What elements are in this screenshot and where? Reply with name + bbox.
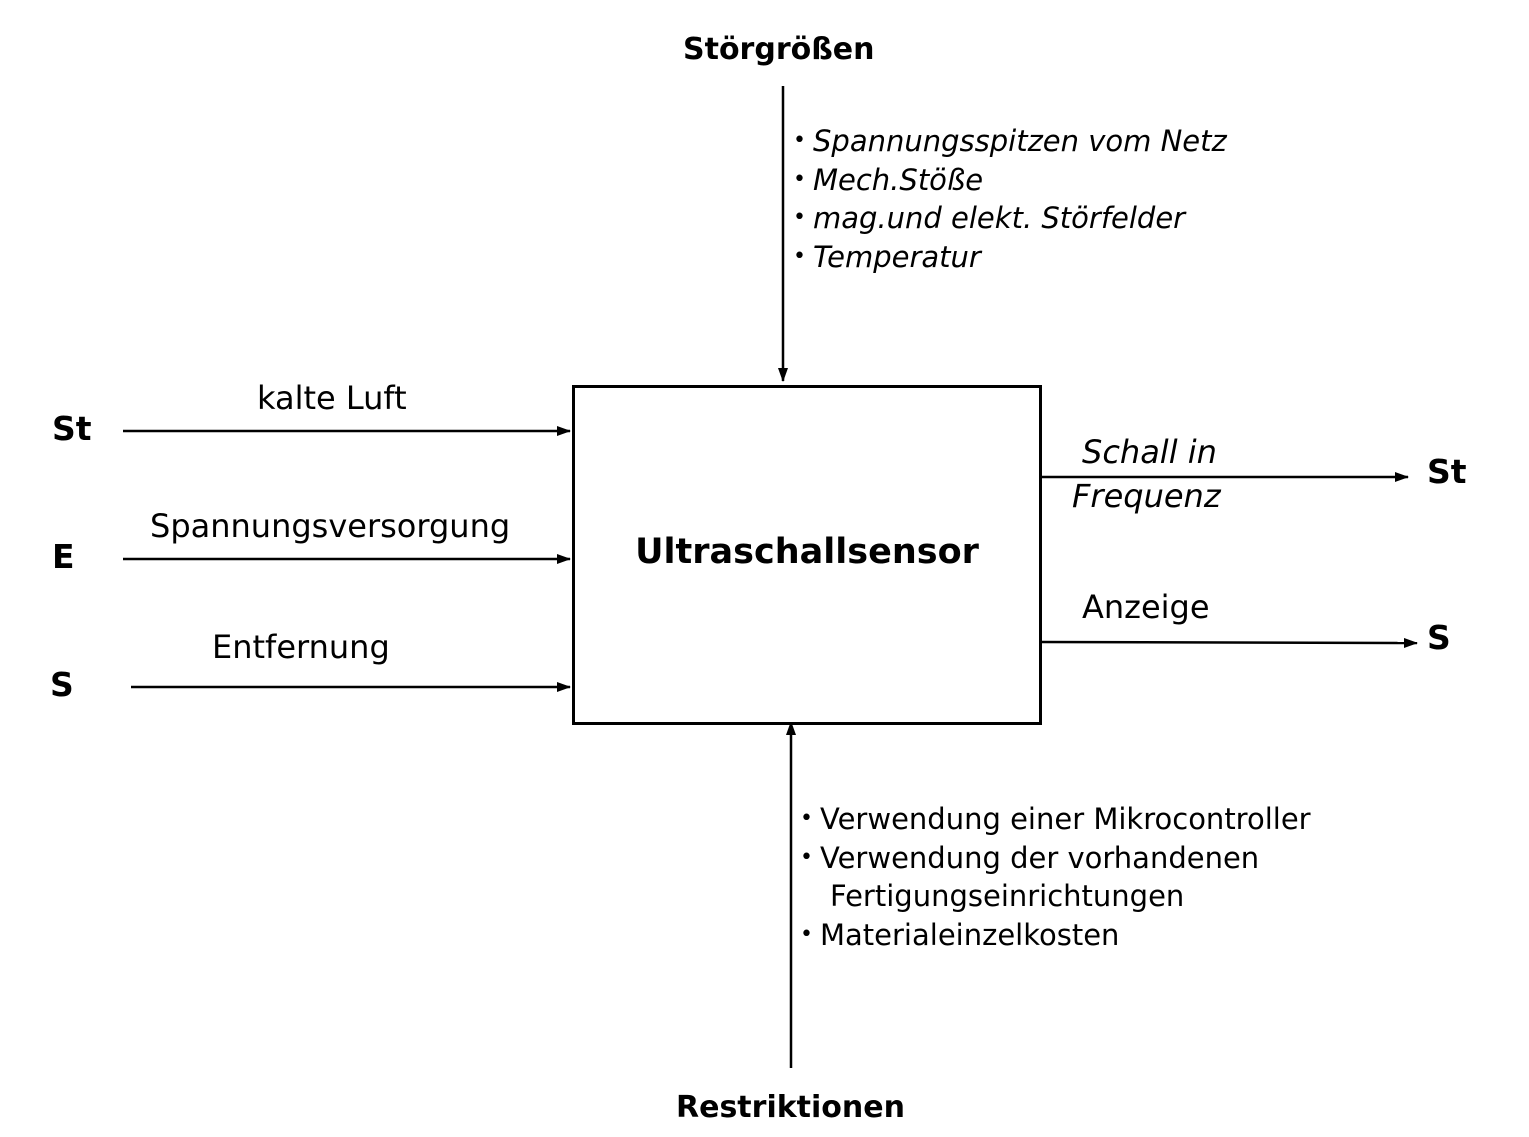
input-code-st: St [52,409,92,448]
disturbances-list: Spannungsspitzen vom Netz Mech.Stöße mag… [793,122,1227,276]
system-box: Ultraschallsensor [572,385,1042,725]
output-code-st: St [1427,452,1467,491]
list-item: Materialeinzelkosten [800,916,1311,955]
output-label-line2: Frequenz [1072,477,1221,515]
list-item-text: Verwendung der vorhandenen [820,840,1260,875]
arrow-output-s [1038,637,1418,648]
disturbances-heading: Störgrößen [683,32,875,67]
list-item: Verwendung der vorhandenenFertigungseinr… [800,839,1311,916]
input-code-s: S [50,665,74,704]
list-item-continuation: Fertigungseinrichtungen [830,879,1185,913]
restrictions-list: Verwendung einer Mikrocontroller Verwend… [800,800,1311,954]
input-label-spannungsversorgung: Spannungsversorgung [150,507,511,545]
list-item: Verwendung einer Mikrocontroller [800,800,1311,839]
input-label-kalte-luft: kalte Luft [257,379,407,417]
system-title: Ultraschallsensor [635,532,979,572]
list-item: Spannungsspitzen vom Netz [793,122,1227,161]
input-label-entfernung: Entfernung [212,628,390,666]
output-label-anzeige: Anzeige [1082,588,1210,626]
input-code-e: E [52,537,75,576]
list-item: Temperatur [793,238,1227,277]
list-item: Mech.Stöße [793,161,1227,200]
list-item-text: Verwendung einer Mikrocontroller [820,802,1311,836]
list-item-text: Materialeinzelkosten [820,917,1120,952]
list-item: mag.und elekt. Störfelder [793,199,1227,238]
restrictions-heading: Restriktionen [676,1090,905,1125]
output-label-line1: Schall in [1082,433,1217,471]
output-code-s: S [1427,618,1451,657]
